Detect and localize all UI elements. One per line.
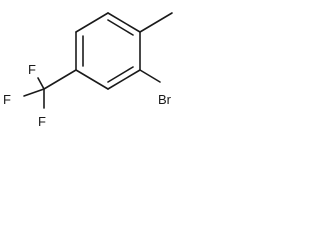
bromine-bond	[139, 69, 161, 83]
ring-bond-c3-c4	[107, 69, 141, 90]
fluorine-bottom-label: F	[38, 114, 46, 129]
benzene-ring	[75, 12, 141, 90]
chemical-structure: Br F F F	[3, 12, 173, 129]
fluorine-left-bond	[23, 88, 45, 97]
cf3-bond	[43, 69, 77, 90]
fluorine-left-label: F	[3, 92, 11, 107]
ring-inner-double-bond-top	[107, 19, 134, 36]
methyl-bond	[139, 12, 173, 33]
bromine-label: Br	[158, 92, 172, 107]
ring-bond-c4-c5	[75, 69, 109, 90]
fluorine-top-label: F	[28, 62, 36, 77]
ring-inner-double-bond-lower-right	[107, 66, 134, 83]
fluorine-top-bond	[37, 77, 45, 90]
ring-bond-c6-c1	[75, 12, 109, 33]
ring-bond-c1-c2	[107, 12, 141, 33]
